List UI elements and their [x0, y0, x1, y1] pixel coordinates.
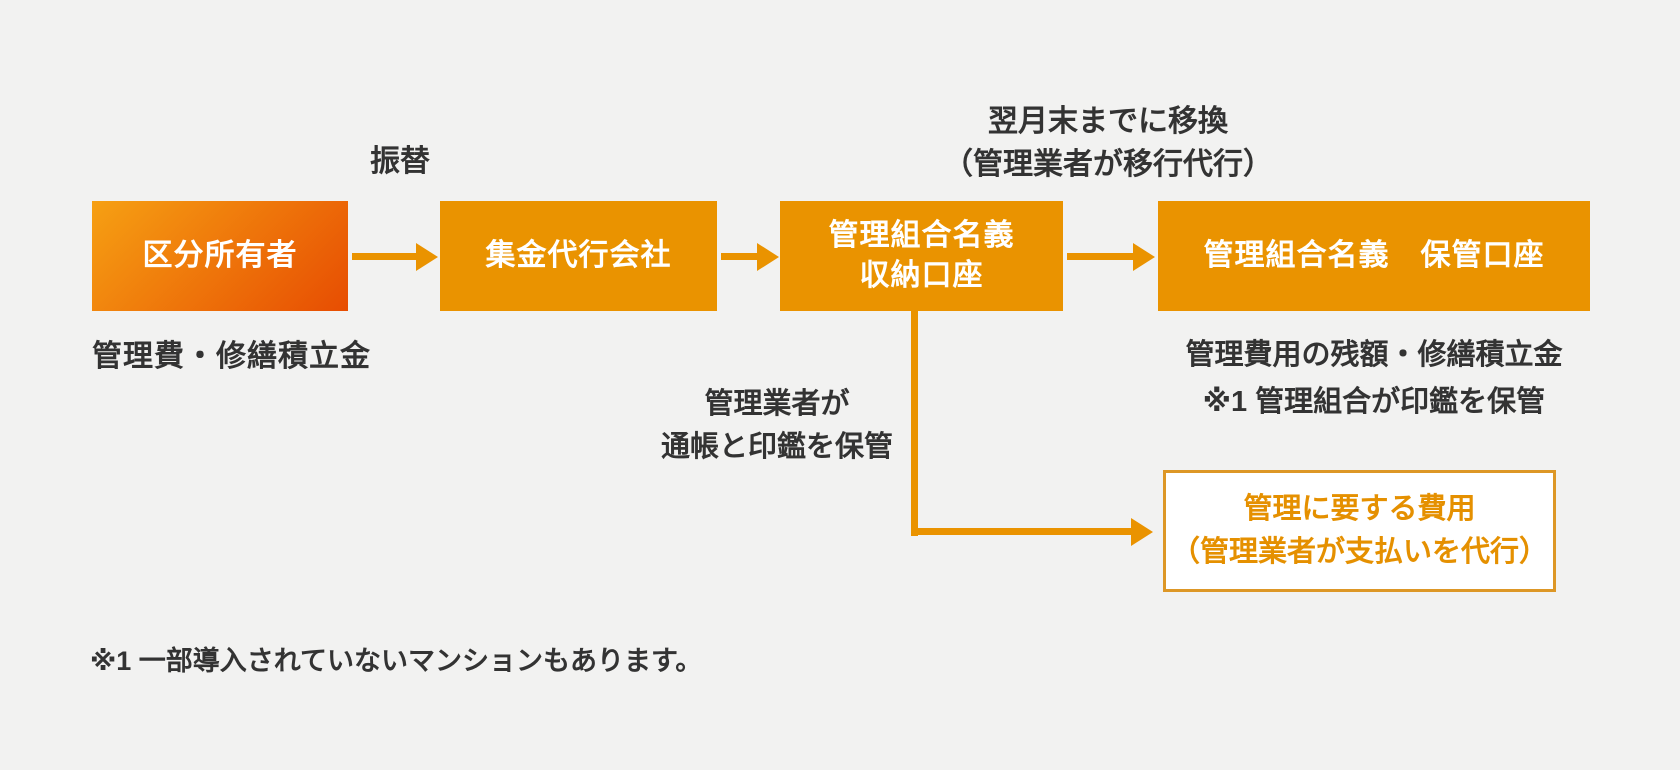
monthly-transfer-label-line2: （管理業者が移行代行）: [943, 148, 1273, 181]
collection-account-caption: 管理業者が 通帳と印鑑を保管: [627, 383, 927, 469]
box-collection-agency: 集金代行会社: [440, 201, 717, 311]
custody-account-caption: 管理費用の残額・修繕積立金 ※1 管理組合が印鑑を保管: [1164, 332, 1584, 426]
arrow-collection-to-custody-head-icon: [1133, 243, 1155, 271]
collection-account-caption-line2: 通帳と印鑑を保管: [660, 431, 893, 463]
transfer-method-label: 振替: [370, 145, 430, 178]
monthly-transfer-label-line1: 翌月末までに移換: [988, 105, 1228, 138]
custody-account-caption-line2: ※1 管理組合が印鑑を保管: [1202, 386, 1546, 418]
arrow-agency-to-collection: [721, 253, 759, 260]
collection-account-caption-line1: 管理業者が: [704, 388, 850, 420]
arrow-collection-to-expense-head-icon: [1131, 518, 1153, 546]
box-collection-agency-label: 集金代行会社: [485, 239, 672, 272]
arrow-owner-to-agency-head-icon: [416, 243, 438, 271]
box-unit-owner-label: 区分所有者: [142, 239, 298, 272]
box-custody-account: 管理組合名義 保管口座: [1158, 201, 1590, 311]
footnote: ※1 一部導入されていないマンションもあります。: [90, 646, 703, 676]
box-management-expenses-line1: 管理に要する費用: [1243, 493, 1476, 525]
arrow-collection-to-expense-horizontal: [911, 528, 1131, 535]
owner-fees-caption: 管理費・修繕積立金: [92, 340, 371, 373]
box-custody-account-label: 管理組合名義 保管口座: [1203, 239, 1545, 272]
monthly-transfer-label: 翌月末までに移換 （管理業者が移行代行）: [908, 100, 1308, 186]
box-management-expenses-line2: （管理業者が支払いを代行）: [1170, 536, 1548, 568]
arrow-agency-to-collection-head-icon: [757, 243, 779, 271]
arrow-collection-to-custody: [1067, 253, 1135, 260]
box-collection-account-label-line1: 管理組合名義: [828, 219, 1015, 252]
box-management-expenses: 管理に要する費用 （管理業者が支払いを代行）: [1163, 470, 1556, 592]
box-unit-owner: 区分所有者: [92, 201, 348, 311]
box-collection-account: 管理組合名義 収納口座: [780, 201, 1063, 311]
arrow-owner-to-agency: [352, 253, 418, 260]
custody-account-caption-line1: 管理費用の残額・修繕積立金: [1185, 339, 1563, 371]
box-collection-account-label-line2: 収納口座: [859, 259, 984, 292]
arrow-collection-to-expense-vertical: [911, 311, 918, 536]
